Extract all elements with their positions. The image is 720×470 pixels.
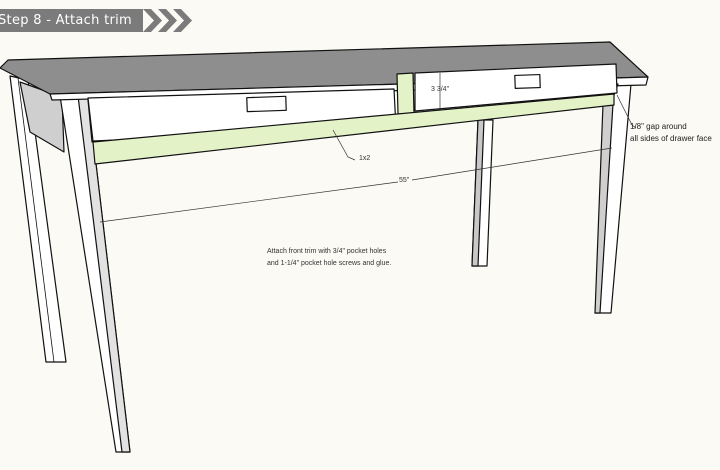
center-divider-trim xyxy=(396,72,415,115)
gap-note-line-2: all sides of drawer face xyxy=(630,134,712,143)
instruction-line-1: Attach front trim with 3/4" pocket holes xyxy=(267,248,387,255)
banner-chevrons xyxy=(143,9,192,32)
width-label: 55" xyxy=(399,177,410,184)
right-drawer-pull xyxy=(514,73,541,90)
left-drawer-pull xyxy=(246,95,287,113)
width-dimension-right xyxy=(411,147,613,181)
gap-note-line-1: 1/8" gap around xyxy=(630,122,687,131)
instruction-line-2: and 1-1/4" pocket hole screws and glue. xyxy=(267,260,392,267)
front-trim-1x2 xyxy=(92,93,615,165)
step-title-banner: Step 8 - Attach trim xyxy=(0,9,143,32)
drawer-height-label: 3 3/4" xyxy=(431,86,450,93)
trim-size-label: 1x2 xyxy=(359,155,371,162)
width-dimension-left xyxy=(99,181,399,223)
gap-leader xyxy=(616,94,637,129)
step-title: Step 8 - Attach trim xyxy=(0,13,133,28)
trim-leader xyxy=(332,129,356,161)
